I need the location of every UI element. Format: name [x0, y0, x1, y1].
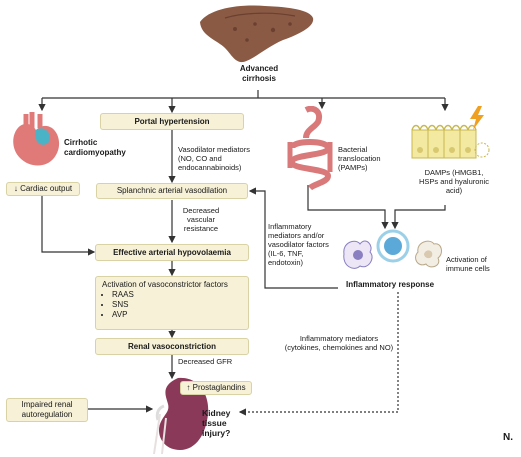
portal-hypertension-box: Portal hypertension — [100, 113, 244, 130]
arrow-damps-immune — [391, 205, 446, 230]
cardiac-output-box: ↓ Cardiac output — [6, 182, 80, 196]
bacterial-translocation-label: Bacterial translocation (PAMPs) — [338, 145, 381, 172]
corner-label: N. — [503, 432, 513, 443]
epithelial-cells-icon — [411, 124, 490, 159]
liver-icon — [200, 5, 314, 63]
activation-vasoconstrictor-box: Activation of vasoconstrictor factors RA… — [95, 276, 249, 330]
kidney-injury-label: Kidney tissue injury? — [202, 408, 231, 438]
immune-cell-icon — [343, 229, 442, 269]
lightning-icon — [470, 106, 484, 130]
vasoconstrictor-item: SNS — [112, 300, 134, 310]
decreased-resistance-label: Decreased vascular resistance — [182, 206, 220, 233]
prostaglandins-box: ↑ Prostaglandins — [180, 381, 252, 395]
activation-immune-cells-label: Activation of immune cells — [446, 255, 490, 273]
vasoconstrictor-item: RAAS — [112, 290, 134, 300]
cirrhotic-cardiomyopathy-label: Cirrhotic cardiomyopathy — [64, 138, 126, 157]
inflammatory-mediators-vasodilator-label: Inflammatory mediators and/or vasodilato… — [268, 222, 329, 267]
heart-icon — [13, 112, 60, 166]
damps-label: DAMPs (HMGB1, HSPs and hyaluronic acid) — [418, 168, 490, 195]
inflammatory-mediators-label: Inflammatory mediators (cytokines, chemo… — [284, 334, 394, 352]
vasoconstrictor-list: RAAS SNS AVP — [102, 290, 134, 320]
kidney-icon — [153, 377, 209, 454]
vasodilator-mediators-label: Vasodilator mediators (NO, CO and endoca… — [178, 145, 250, 172]
title-label: Advanced cirrhosis — [239, 64, 279, 83]
effective-hypovolaemia-box: Effective arterial hypovolaemia — [95, 244, 249, 261]
arrow-inflammatory-splanchnic — [248, 187, 338, 289]
gut-icon — [287, 106, 333, 190]
vasoconstrictor-item: AVP — [112, 310, 134, 320]
arrow-dotted-inflammatory-kidney — [238, 292, 399, 416]
activation-vasoconstrictor-label: Activation of vasoconstrictor factors — [102, 280, 228, 289]
arrow-cardiac-hypovolaemia — [41, 196, 96, 256]
inflammatory-response-label: Inflammatory response — [345, 280, 435, 289]
renal-vasoconstriction-box: Renal vasoconstriction — [95, 338, 249, 355]
splanchnic-vasodilation-box: Splanchnic arterial vasodilation — [96, 183, 248, 199]
impaired-autoregulation-box: Impaired renal autoregulation — [6, 398, 88, 422]
decreased-gfr-label: Decreased GFR — [178, 357, 233, 366]
arrow-gut-immune — [307, 185, 389, 230]
